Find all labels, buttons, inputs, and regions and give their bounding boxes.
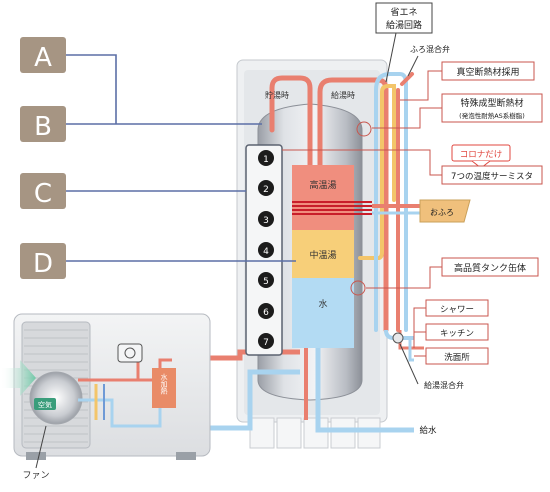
- tank-unit-base: [249, 417, 381, 449]
- label-B: B: [20, 106, 66, 142]
- svg-text:7つの温度サーミスタ: 7つの温度サーミスタ: [451, 171, 533, 182]
- outlet-washroom: 洗面所: [414, 347, 489, 365]
- svg-text:4: 4: [263, 247, 269, 257]
- bath-label: おふろ: [430, 208, 454, 217]
- air-label: 空気: [38, 400, 52, 409]
- sensor-dots: 1 2 3 4 5 6 7: [258, 150, 274, 349]
- sensor-4: 4: [258, 242, 274, 258]
- fan-icon: [29, 371, 83, 425]
- supply-time-label: 給湯時: [331, 90, 355, 100]
- fan-label: ファン: [22, 471, 49, 481]
- sensor-2: 2: [258, 180, 274, 196]
- corona-badge: コロナだけ: [451, 144, 511, 169]
- bath-valve-label: ふろ混合弁: [410, 44, 450, 54]
- svg-text:シャワー: シャワー: [440, 305, 474, 315]
- svg-text:高品質タンク缶体: 高品質タンク缶体: [454, 262, 526, 274]
- storage-time-label: 貯湯時: [265, 90, 289, 100]
- svg-text:給湯回路: 給湯回路: [386, 19, 422, 31]
- supply-valve-line: [399, 343, 419, 385]
- bath-valve-line: [407, 55, 419, 77]
- svg-text:洗面所: 洗面所: [444, 352, 470, 363]
- heat-pump-unit: 水加熱: [13, 313, 211, 460]
- sensor-1: 1: [258, 150, 274, 166]
- svg-text:6: 6: [263, 308, 269, 318]
- svg-text:A: A: [34, 43, 52, 73]
- compressor-icon: [117, 343, 143, 363]
- svg-text:特殊成型断熱材: 特殊成型断熱材: [460, 97, 523, 109]
- water-heating-label: 水加熱: [160, 373, 168, 396]
- tank-callout: 高品質タンク缶体: [350, 257, 539, 296]
- svg-text:1: 1: [263, 155, 269, 165]
- vacuum-insulation-callout: 真空断熱材採用: [400, 61, 535, 101]
- water-heating-block: [152, 368, 176, 408]
- molded-insulation-callout: 特殊成型断熱材 (発泡性耐熱AS系樹脂): [356, 93, 543, 137]
- svg-text:C: C: [34, 179, 52, 209]
- mid-zone-label: 中温湯: [309, 249, 336, 261]
- label-D: D: [20, 243, 66, 279]
- svg-text:(発泡性耐熱AS系樹脂): (発泡性耐熱AS系樹脂): [459, 111, 525, 120]
- label-C: C: [20, 173, 66, 209]
- fan-callout-line: [35, 425, 47, 469]
- supply-valve-marker: [392, 332, 404, 344]
- sensor-5: 5: [258, 272, 274, 288]
- mid-water-zone: [292, 230, 354, 278]
- svg-text:3: 3: [263, 216, 269, 226]
- svg-text:7: 7: [263, 338, 269, 348]
- supply-valve-label: 給湯混合弁: [424, 380, 464, 390]
- svg-text:B: B: [34, 112, 52, 142]
- svg-text:コロナだけ: コロナだけ: [460, 150, 503, 160]
- cold-water-zone: [292, 278, 354, 348]
- air-inflow-arrow: [0, 360, 36, 396]
- hot-zone-label: 高温湯: [309, 179, 336, 191]
- thermistor-callout: 7つの温度サーミスタ: [282, 149, 543, 185]
- sensor-3: 3: [258, 211, 274, 227]
- water-zone-label: 水: [318, 298, 327, 310]
- hot-water-zone: [292, 165, 354, 230]
- pipes-top: [269, 72, 414, 333]
- outlet-shower: シャワー: [413, 299, 489, 348]
- outlet-kitchen: キッチン: [414, 323, 489, 341]
- svg-text:5: 5: [263, 277, 269, 287]
- eco-route-callout: 省エネ 給湯回路: [375, 2, 433, 83]
- svg-text:省エネ: 省エネ: [390, 6, 417, 18]
- svg-text:D: D: [33, 249, 53, 279]
- air-badge: [34, 398, 56, 410]
- bath-outlet: おふろ: [419, 199, 471, 223]
- bath-heat-exchanger: [292, 201, 372, 215]
- water-in-label: 給水: [419, 425, 437, 436]
- svg-text:キッチン: キッチン: [440, 329, 474, 339]
- label-A: A: [20, 37, 66, 73]
- svg-text:2: 2: [263, 185, 269, 195]
- letter-connector-lines: [66, 54, 296, 262]
- sensor-7: 7: [258, 333, 274, 349]
- svg-text:真空断熱材採用: 真空断熱材採用: [456, 66, 519, 78]
- sensor-6: 6: [258, 303, 274, 319]
